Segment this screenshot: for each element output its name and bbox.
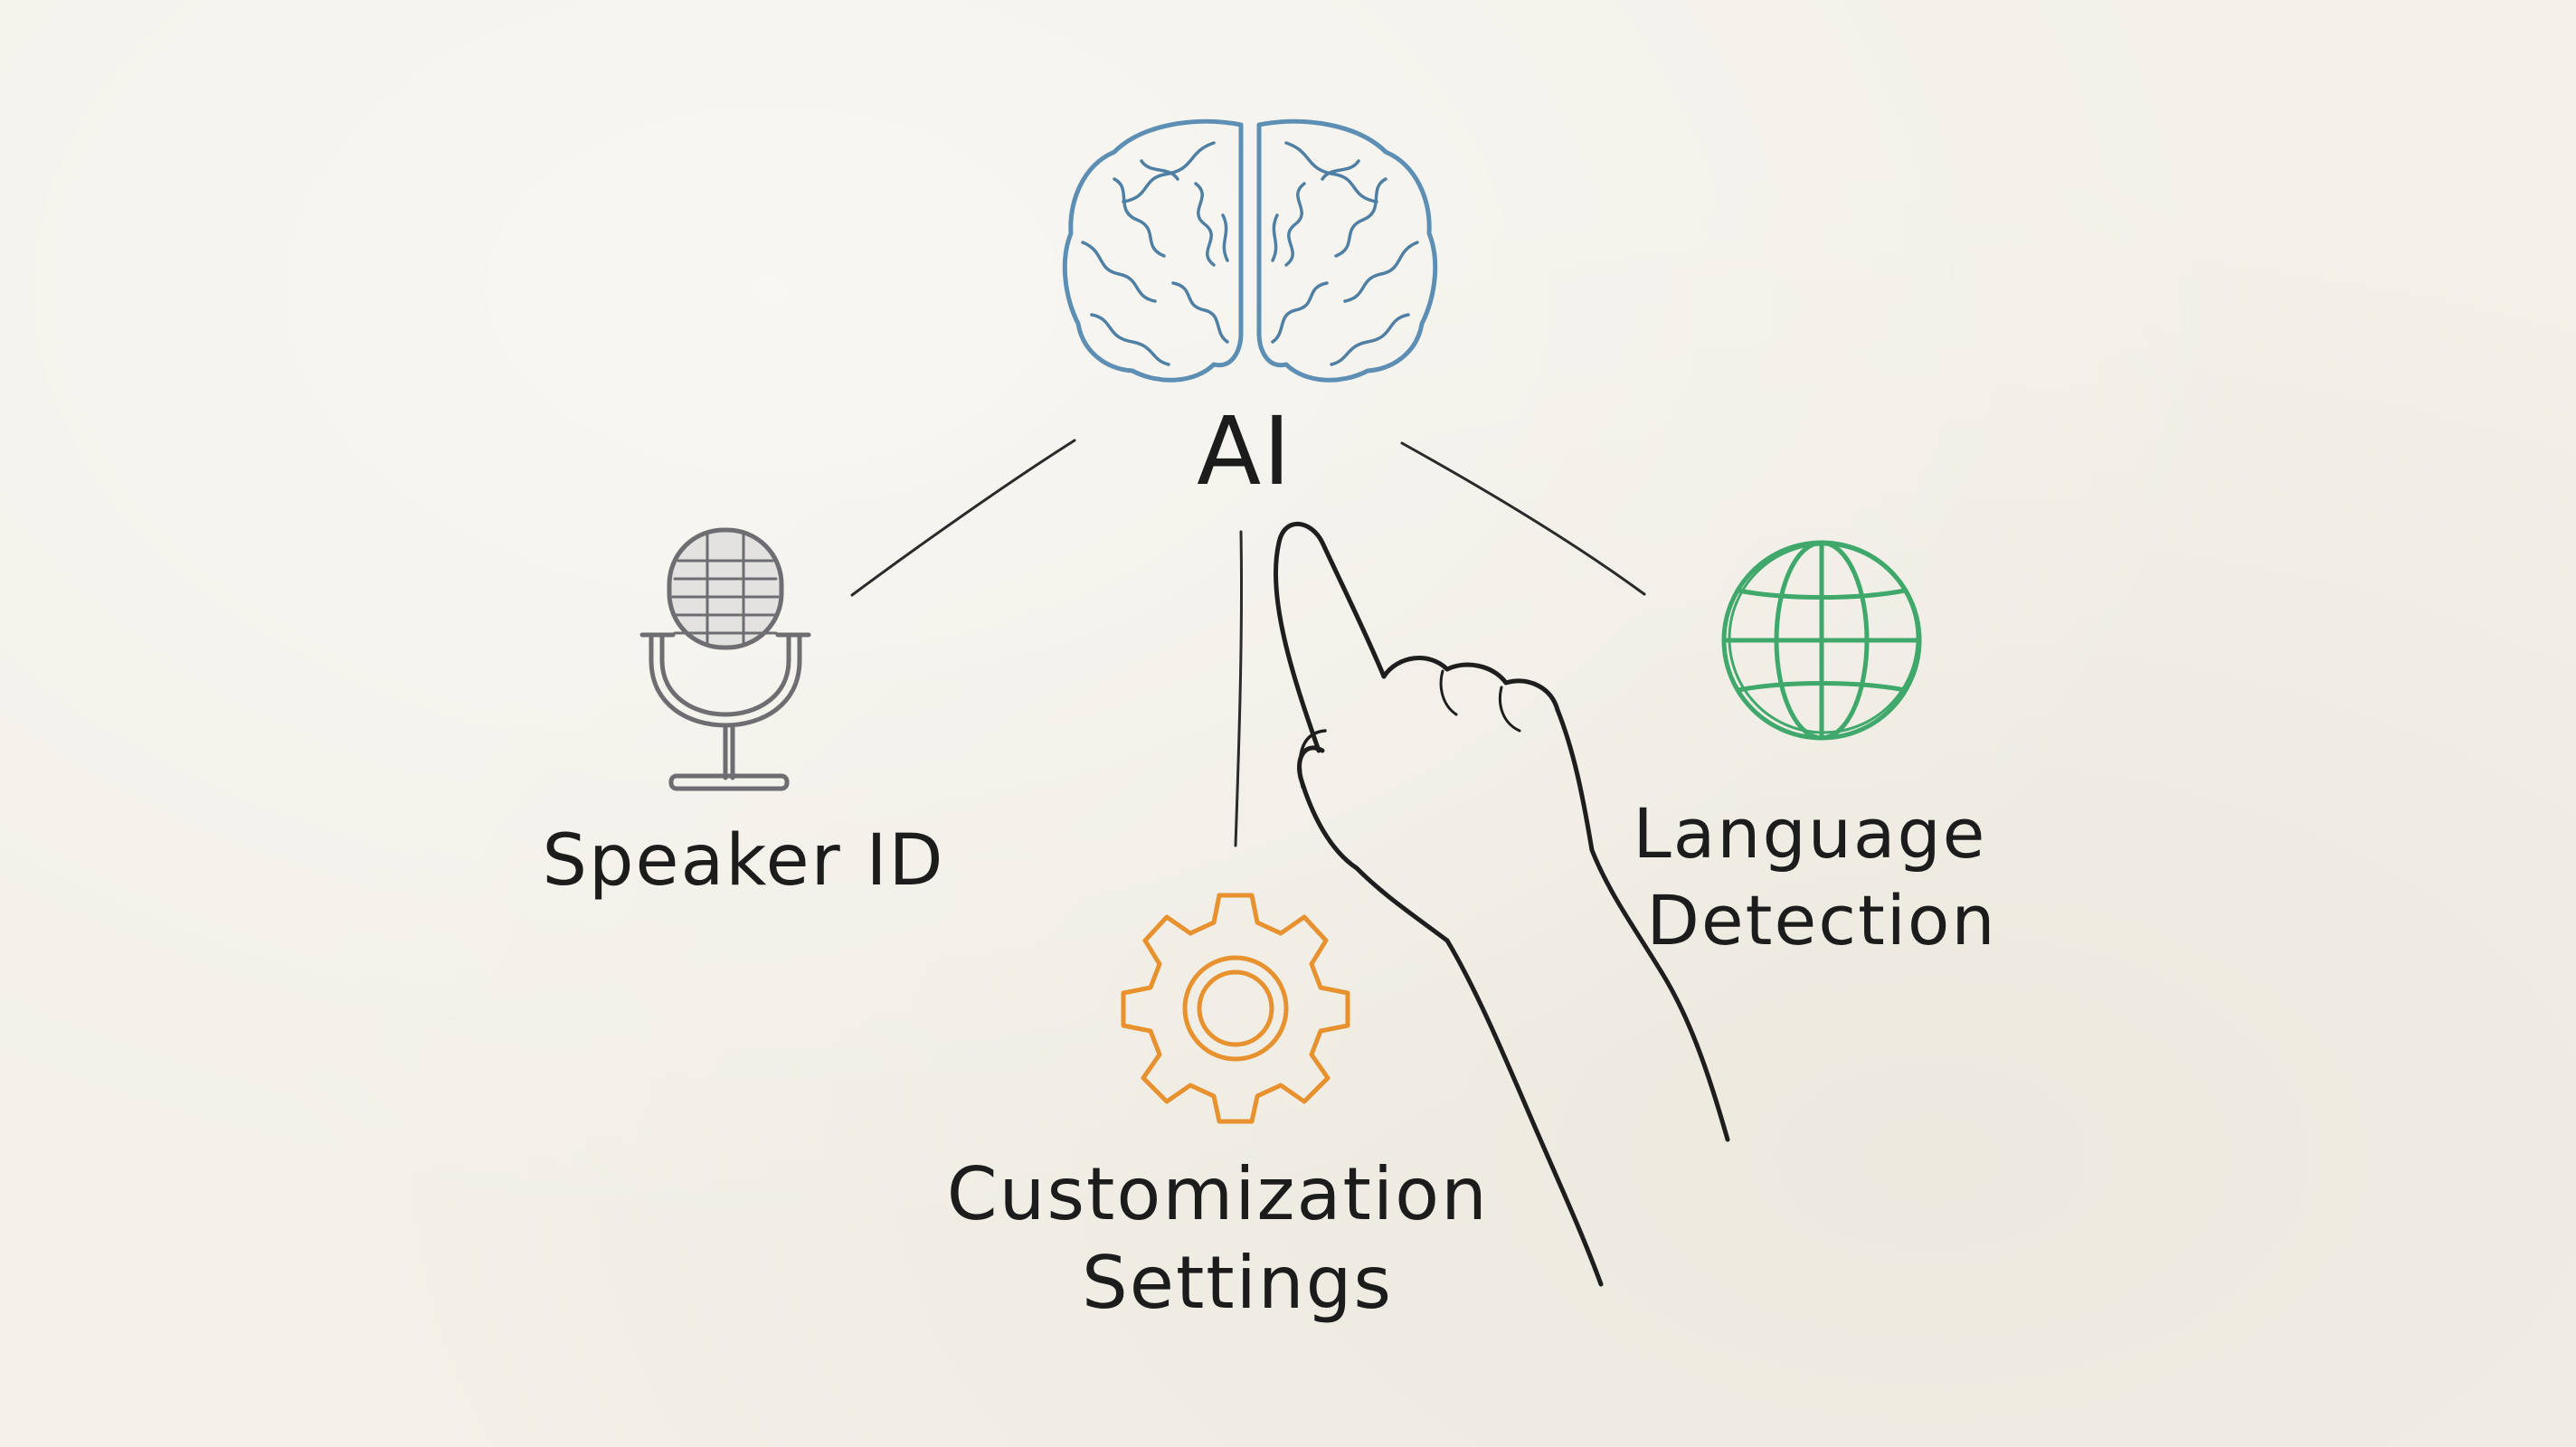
brain-folds-right — [1271, 141, 1419, 366]
customization-label-line-2: Settings — [1082, 1241, 1393, 1325]
hand-palm-right — [1555, 707, 1730, 1142]
customization-label: Customization Settings — [947, 1152, 1513, 1325]
speaker-label: Speaker ID — [542, 820, 944, 902]
hand-knuckles — [1381, 656, 1560, 713]
hand-index-finger — [1273, 521, 1387, 753]
brain-folds-left — [1081, 141, 1229, 366]
gear-icon — [1121, 893, 1350, 1124]
connector-language — [1400, 441, 1646, 596]
gear-hub-outer — [1182, 955, 1289, 1062]
microphone-head — [667, 527, 784, 650]
language-label-line-1: Language — [1633, 793, 1986, 874]
gear-hub-inner — [1197, 969, 1274, 1047]
brain-right-hemisphere — [1256, 118, 1438, 383]
brain-left-hemisphere — [1062, 118, 1244, 383]
connector-lines — [850, 439, 1646, 847]
center-label: AI — [1197, 396, 1293, 506]
microphone-base — [668, 773, 790, 791]
gear-outline — [1121, 893, 1350, 1124]
hand-thumb — [1297, 745, 1450, 943]
language-label: Language Detection — [1633, 793, 2010, 960]
globe-icon — [1721, 540, 1922, 741]
connector-speaker — [850, 439, 1076, 597]
customization-label-line-1: Customization — [947, 1152, 1489, 1236]
brain-icon — [1062, 118, 1438, 383]
connector-customization — [1234, 530, 1244, 847]
hand-palm-left — [1444, 938, 1604, 1287]
microphone-icon — [639, 527, 811, 791]
speaker-label-line-1: Speaker ID — [542, 820, 944, 902]
pointing-hand-icon — [1273, 521, 1730, 1287]
language-label-line-2: Detection — [1646, 880, 1996, 960]
